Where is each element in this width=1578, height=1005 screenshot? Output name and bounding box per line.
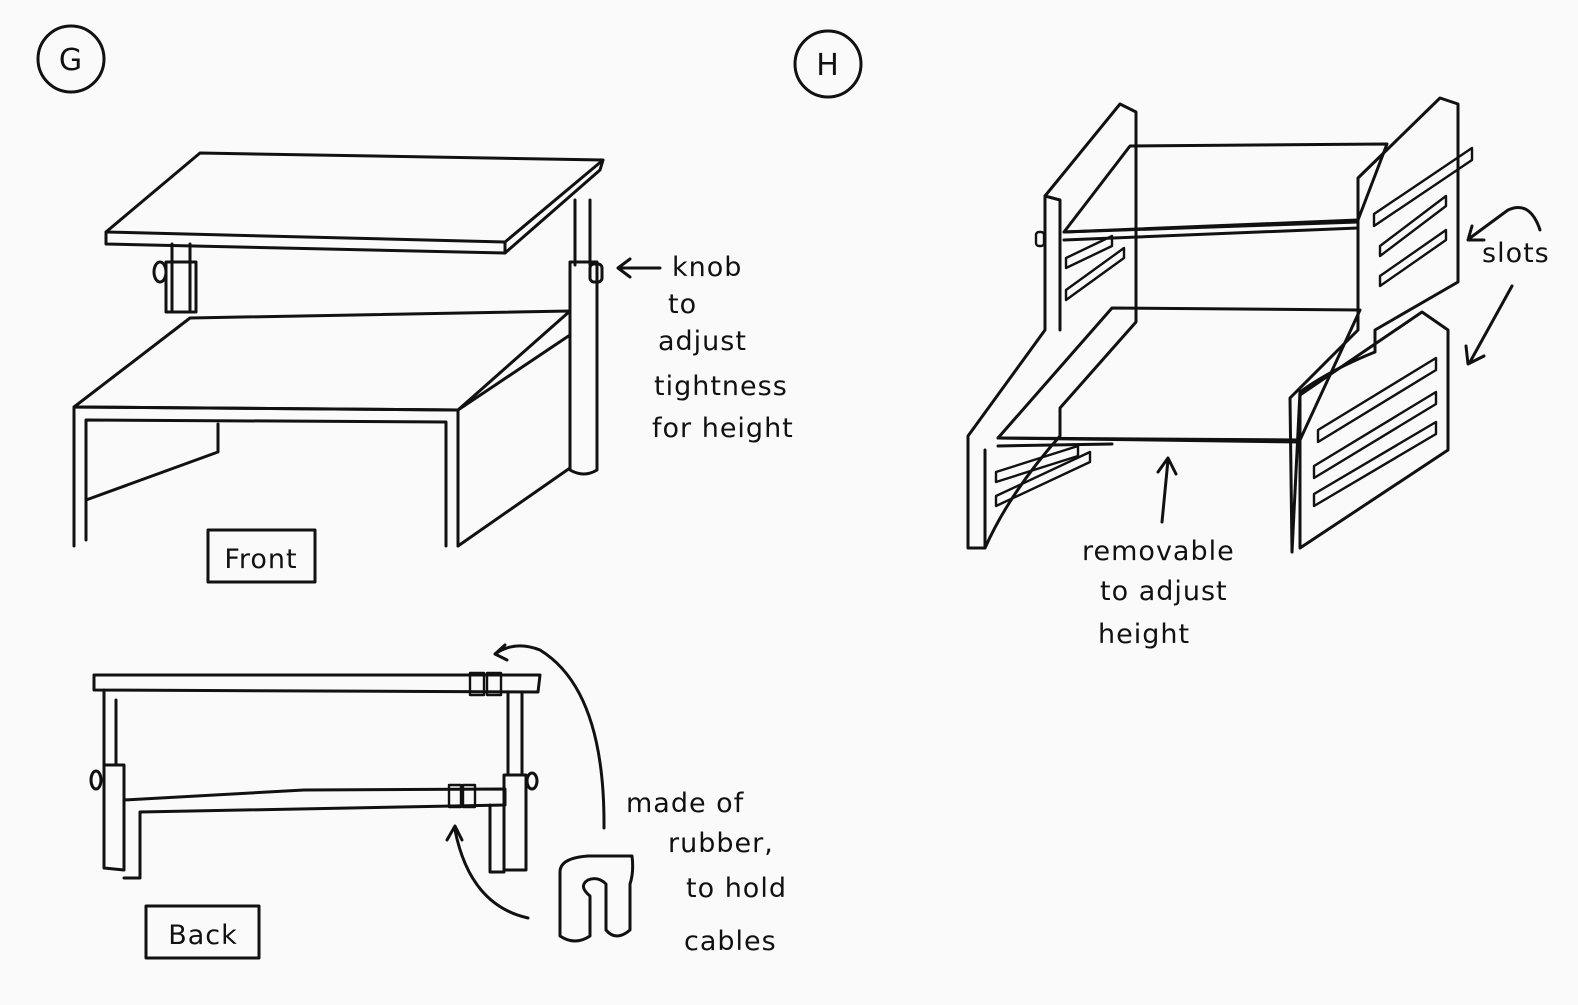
left-peg <box>1036 232 1044 246</box>
back-left-knob-icon <box>91 771 101 789</box>
back-left-post <box>104 690 116 765</box>
knob-arrow-icon <box>618 259 660 277</box>
knob-note-line-4: tightness <box>654 371 788 402</box>
shelf-unit-drawing <box>968 98 1472 552</box>
top-shelf <box>106 153 603 242</box>
top-shelf-edge-front <box>106 232 505 253</box>
back-lower-leg <box>490 805 504 872</box>
rubber-clip-icon <box>560 856 633 941</box>
base-side-panel <box>458 335 570 546</box>
removable-note-line-1: removable <box>1082 536 1235 567</box>
front-label: Front <box>224 544 297 575</box>
back-left-sleeve <box>104 765 124 870</box>
back-label: Back <box>168 920 238 951</box>
figure-g: G Front knob <box>38 26 794 958</box>
figure-g-badge: G <box>38 26 104 92</box>
left-knob-icon <box>154 262 166 282</box>
figure-g-label: G <box>59 43 83 78</box>
rubber-note-line-3: to hold <box>686 873 787 904</box>
slots-annotation: slots <box>1466 208 1550 365</box>
top-shelf-board <box>1064 144 1387 232</box>
figure-h-badge: H <box>795 31 861 97</box>
right-post-sleeve <box>570 262 597 474</box>
top-clip-arrow-icon <box>495 645 604 828</box>
rubber-note-line-4: cables <box>684 926 777 957</box>
knob-note-line-1: knob <box>672 252 742 283</box>
base-top <box>74 311 570 410</box>
knob-annotation: knob to adjust tightness for height <box>618 252 794 444</box>
right-post <box>575 200 590 265</box>
right-side-panel-upper <box>1290 98 1458 552</box>
slots-note: slots <box>1482 238 1550 269</box>
back-top-bar <box>94 675 540 692</box>
knob-note-line-3: adjust <box>658 326 747 357</box>
lower-clip-arrow-icon <box>447 826 528 918</box>
knob-note-line-5: for height <box>652 413 794 444</box>
removable-note-line-2: to adjust <box>1100 576 1228 607</box>
slots-arrow-lower-icon <box>1466 286 1512 364</box>
knob-note-line-2: to <box>668 289 697 320</box>
left-slot-4 <box>996 452 1090 506</box>
removable-arrow-icon <box>1158 458 1176 522</box>
front-view-drawing: Front <box>74 153 603 582</box>
figure-h: H <box>795 31 1550 650</box>
removable-annotation: removable to adjust height <box>1082 458 1235 650</box>
rubber-note-line-2: rubber, <box>668 828 774 859</box>
base-front-frame <box>74 407 458 546</box>
back-right-post <box>508 692 522 775</box>
removable-shelf-board <box>998 308 1360 440</box>
back-right-knob-icon <box>527 773 537 789</box>
back-right-sleeve <box>504 775 526 870</box>
left-slot-2 <box>1066 248 1124 300</box>
removable-note-line-3: height <box>1098 619 1190 650</box>
right-slot-5 <box>1314 392 1436 478</box>
left-post <box>172 244 190 310</box>
figure-h-label: H <box>816 48 840 83</box>
slots-arrow-upper-icon <box>1468 208 1540 241</box>
back-view-drawing: Back <box>91 673 540 958</box>
rubber-note-line-1: made of <box>626 788 745 819</box>
base-inner-brace <box>86 424 218 500</box>
